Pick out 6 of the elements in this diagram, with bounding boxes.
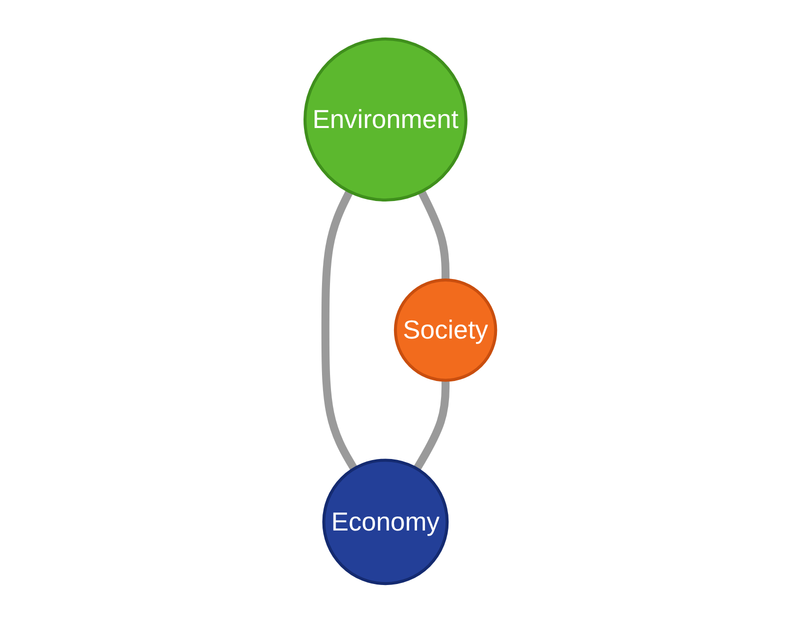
node-circle: Environment [304,37,468,202]
connector [414,380,450,471]
connector [418,189,450,280]
node-circle: Economy [322,458,449,585]
connector [322,189,358,470]
node-circle: Society [394,278,498,382]
